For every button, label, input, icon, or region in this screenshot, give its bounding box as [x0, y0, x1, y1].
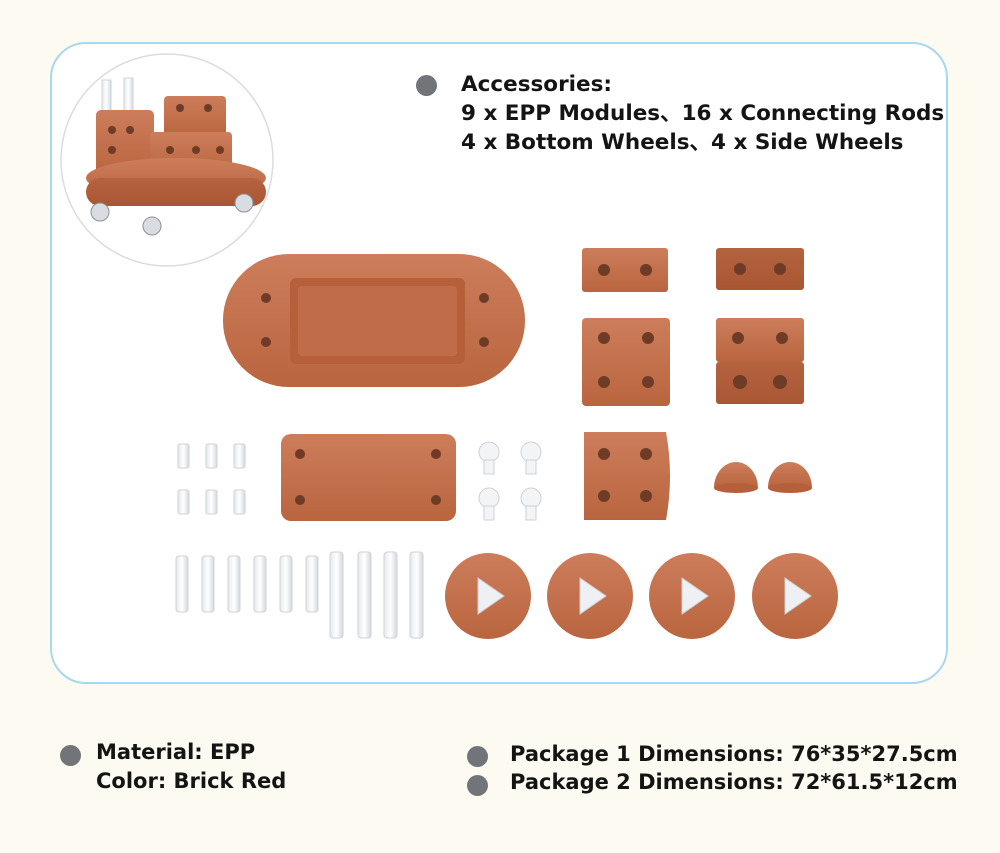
- small-connectors: [177, 443, 246, 515]
- package-1-dimensions: Package 1 Dimensions: 76*35*27.5cm: [510, 742, 958, 766]
- accessories-line-1: 9 x EPP Modules、16 x Connecting Rods: [461, 101, 945, 126]
- cube-modules: [582, 318, 804, 406]
- material-text: Material: EPP: [96, 740, 256, 764]
- color-text: Color: Brick Red: [96, 769, 287, 793]
- accessories-line-2: 4 x Bottom Wheels、4 x Side Wheels: [461, 130, 904, 155]
- flat-block-modules: [582, 248, 804, 292]
- flat-plate-module: [281, 434, 456, 521]
- package-1-bullet: [467, 746, 488, 767]
- accessories-heading: Accessories:: [461, 72, 613, 97]
- curved-block-module: [584, 432, 670, 520]
- oval-base-module: [223, 254, 525, 387]
- accessories-bullet: [416, 75, 437, 96]
- connecting-rods: [175, 551, 424, 639]
- side-wheels: [445, 553, 838, 639]
- package-2-dimensions: Package 2 Dimensions: 72*61.5*12cm: [510, 770, 958, 794]
- material-bullet: [60, 745, 81, 766]
- wheel-clips: [478, 441, 542, 521]
- dome-modules: [714, 462, 812, 493]
- assembled-toy-image: [60, 53, 274, 267]
- package-2-bullet: [467, 775, 488, 796]
